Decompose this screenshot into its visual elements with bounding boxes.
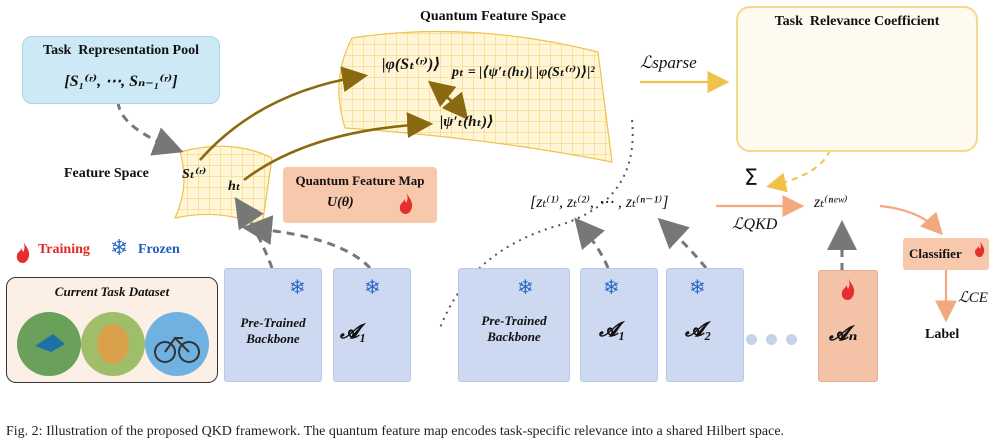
legend-training: Training xyxy=(38,242,90,257)
right-adapter-1-label: 𝓐₁ xyxy=(599,319,626,341)
classifier-box: Classifier xyxy=(903,238,989,270)
s-feature: Sₜ⁽ʳ⁾ xyxy=(182,167,207,182)
bicycle-icon xyxy=(154,341,176,363)
psi-ket: |ψ′ₜ(hₜ)⟩ xyxy=(440,114,494,130)
right-adapter-n: 𝓐ₙ xyxy=(818,270,878,382)
z-list: [zₜ⁽¹⁾, zₜ⁽²⁾, ⋯ , zₜ⁽ⁿ⁻¹⁾] xyxy=(530,194,669,211)
z-new: zₜ⁽ⁿᵉʷ⁾ xyxy=(814,194,848,211)
dog-icon xyxy=(97,324,129,364)
current-task-dataset: Current Task Dataset xyxy=(6,277,218,383)
right-adapter-2-label: 𝓐₂ xyxy=(685,319,712,341)
classifier-label: Classifier xyxy=(909,246,962,261)
dataset-images xyxy=(17,312,209,376)
flame-icon xyxy=(975,241,985,257)
snowflake-icon: ❄ xyxy=(603,275,620,299)
relevance-title: Task Relevance Coefficient xyxy=(774,14,940,29)
right-adapter-2: ❄ 𝓐₂ xyxy=(666,268,744,382)
flame-icon xyxy=(16,241,30,263)
divider-arc xyxy=(439,119,634,329)
snowflake-icon: ❄ xyxy=(289,275,306,299)
sparse-loss: ℒsparse xyxy=(640,53,697,72)
right-backbone: ❄ Pre-Trained Backbone xyxy=(458,268,570,382)
snowflake-icon: ❄ xyxy=(364,275,381,299)
ce-loss: ℒCE xyxy=(958,290,988,306)
ellipsis-dots xyxy=(746,330,806,349)
figure-caption: Fig. 2: Illustration of the proposed QKD… xyxy=(6,424,785,439)
legend-frozen: Frozen xyxy=(138,242,180,257)
flame-icon xyxy=(841,278,855,300)
pt-formula: pₜ = |⟨ψ′ₜ(hₜ)| |φ(Sₜ⁽ʳ⁾)⟩|² xyxy=(452,65,595,80)
dataset-title: Current Task Dataset xyxy=(54,284,170,299)
qmap-formula: U(θ) xyxy=(327,195,354,210)
snowflake-icon: ❄ xyxy=(110,236,129,261)
sum-symbol: Σ xyxy=(744,166,758,191)
pool-title: Task Representation Pool xyxy=(43,43,199,58)
left-adapter-1-label: 𝓐₁ xyxy=(340,321,367,343)
qkd-loss: ℒQKD xyxy=(732,216,778,233)
h-feature: hₜ xyxy=(228,179,241,194)
feature-space-sheet xyxy=(173,145,273,227)
pool-formula: [S₁⁽ʳ⁾, ⋯, Sₙ₋₁⁽ʳ⁾] xyxy=(64,73,178,90)
relevance-box: Task Relevance Coefficient xyxy=(736,6,978,152)
snowflake-icon: ❄ xyxy=(517,275,534,299)
bird-icon xyxy=(35,334,65,352)
quantum-feature-map: Quantum Feature Map U(θ) xyxy=(283,167,437,223)
right-adapter-1: ❄ 𝓐₁ xyxy=(580,268,658,382)
right-backbone-label: Pre-Trained Backbone xyxy=(481,313,547,344)
snowflake-icon: ❄ xyxy=(689,275,706,299)
quantum-feature-sheet xyxy=(338,30,613,163)
phi-ket: |φ(Sₜ⁽ʳ⁾)⟩ xyxy=(382,56,441,73)
left-backbone-label: Pre-Trained Backbone xyxy=(240,315,306,346)
task-representation-pool: Task Representation Pool [S₁⁽ʳ⁾, ⋯, Sₙ₋₁… xyxy=(22,36,220,104)
flame-icon xyxy=(399,192,413,214)
feature-space-label: Feature Space xyxy=(64,166,149,181)
qmap-title: Quantum Feature Map xyxy=(295,173,425,188)
left-backbone: ❄ Pre-Trained Backbone xyxy=(224,268,322,382)
output-label: Label xyxy=(925,327,960,342)
left-adapter-1: ❄ 𝓐₁ xyxy=(333,268,411,382)
quantum-space-title: Quantum Feature Space xyxy=(420,9,566,24)
right-adapter-n-label: 𝓐ₙ xyxy=(829,323,858,345)
